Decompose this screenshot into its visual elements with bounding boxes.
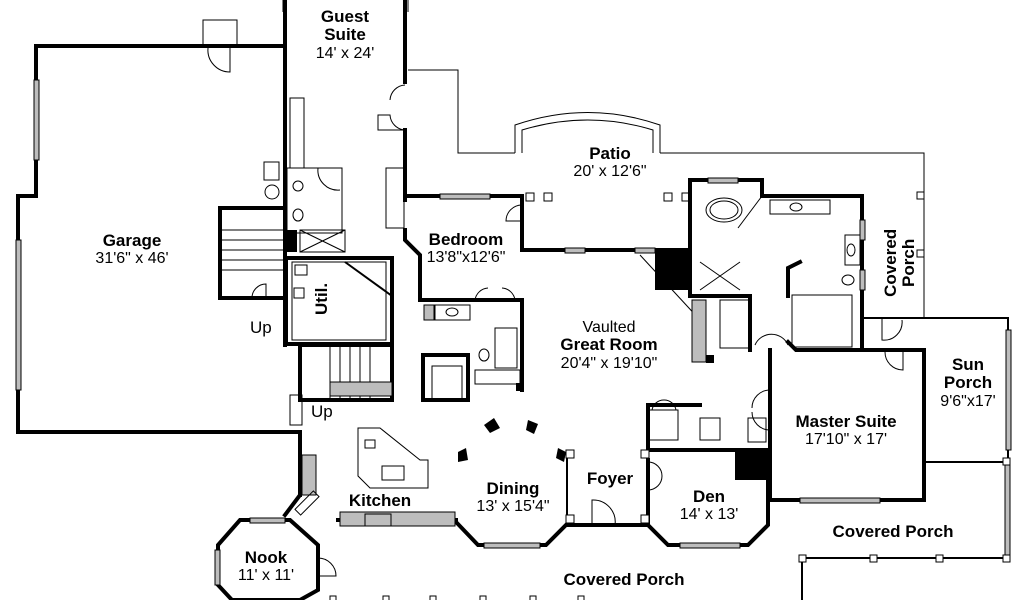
room-name: Den bbox=[692, 487, 726, 506]
room-dimensions: 20'4" x 19'10" bbox=[560, 354, 658, 372]
room-dimensions: 14' x 24' bbox=[315, 44, 375, 62]
room-name: Kitchen bbox=[348, 491, 412, 510]
covered-porch-side-label: Covered Porch bbox=[881, 218, 918, 308]
room-name: Bedroom bbox=[428, 230, 504, 249]
room-dimensions: 31'6" x 46' bbox=[95, 250, 169, 268]
utility-text: Util. bbox=[312, 282, 332, 315]
garage-walls bbox=[15, 19, 302, 434]
room-label-great-room: Vaulted Great Room 20'4" x 19'10" bbox=[560, 319, 657, 372]
room-label-guest-suite: Guest Suite 14' x 24' bbox=[315, 7, 375, 62]
stair-center bbox=[289, 343, 394, 426]
room-dimensions: 11' x 11' bbox=[237, 567, 295, 585]
den-walls bbox=[646, 399, 772, 549]
room-dimensions: 13'8"x12'6" bbox=[426, 249, 506, 267]
foyer-dining-walls bbox=[453, 418, 650, 549]
stair-left bbox=[218, 206, 287, 300]
room-label-bedroom: Bedroom 13'8"x12'6" bbox=[426, 230, 506, 267]
master-bath-walls bbox=[639, 177, 866, 363]
porch-text-line1: Covered bbox=[881, 228, 901, 297]
up-text: Up bbox=[250, 318, 272, 337]
right-covered-porch bbox=[798, 191, 1011, 600]
room-prefix: Vaulted bbox=[582, 319, 636, 336]
guest-suite-walls bbox=[263, 0, 409, 347]
up-text: Up bbox=[311, 402, 333, 421]
room-dimensions: 13' x 15'4" bbox=[476, 498, 550, 516]
master-suite-walls bbox=[751, 348, 926, 504]
garage-door bbox=[15, 239, 22, 391]
room-name: Dining bbox=[486, 479, 540, 498]
nook-walls bbox=[214, 517, 337, 600]
room-label-kitchen: Kitchen bbox=[348, 491, 412, 510]
stair-up-label-1: Up bbox=[250, 318, 272, 338]
utility-label: Util. bbox=[312, 279, 332, 319]
room-name: Sun bbox=[951, 355, 985, 374]
porch-name: Covered Porch bbox=[563, 570, 685, 589]
room-name: Garage bbox=[102, 231, 162, 250]
room-label-garage: Garage 31'6" x 46' bbox=[95, 231, 169, 268]
room-label-sun-porch: Sun Porch 9'6"x17' bbox=[940, 355, 996, 410]
room-name: Porch bbox=[943, 373, 993, 393]
room-dimensions: 14' x 13' bbox=[679, 506, 739, 524]
room-dimensions: 17'10" x 17' bbox=[804, 431, 888, 449]
room-name: Great Room bbox=[560, 335, 658, 355]
room-name: Guest bbox=[320, 7, 370, 26]
room-name: Master Suite bbox=[795, 412, 897, 431]
stair-up-label-2: Up bbox=[311, 402, 333, 422]
garage-window bbox=[33, 79, 40, 161]
covered-porch-right-label: Covered Porch bbox=[832, 522, 954, 541]
room-label-patio: Patio 20' x 12'6" bbox=[573, 144, 647, 181]
covered-porch-front-label: Covered Porch bbox=[563, 570, 685, 589]
front-porch bbox=[329, 595, 585, 600]
room-name: Nook bbox=[244, 548, 288, 567]
utility-walls bbox=[284, 256, 394, 346]
sun-porch-walls bbox=[860, 317, 1012, 464]
room-name: Foyer bbox=[586, 469, 634, 488]
room-name: Patio bbox=[589, 144, 631, 163]
bedroom-walls bbox=[403, 193, 524, 402]
room-label-foyer: Foyer bbox=[586, 469, 634, 488]
porch-name: Covered Porch bbox=[832, 522, 954, 541]
room-dimensions: 20' x 12'6" bbox=[573, 163, 647, 181]
room-label-master-suite: Master Suite 17'10" x 17' bbox=[795, 412, 897, 449]
room-name: Suite bbox=[324, 25, 366, 45]
kitchen-walls bbox=[282, 427, 458, 527]
room-label-den: Den 14' x 13' bbox=[679, 487, 739, 524]
room-label-dining: Dining 13' x 15'4" bbox=[476, 479, 550, 516]
room-dimensions: 9'6"x17' bbox=[940, 392, 996, 410]
porch-text-line2: Porch bbox=[899, 238, 918, 287]
room-label-nook: Nook 11' x 11' bbox=[237, 548, 295, 585]
